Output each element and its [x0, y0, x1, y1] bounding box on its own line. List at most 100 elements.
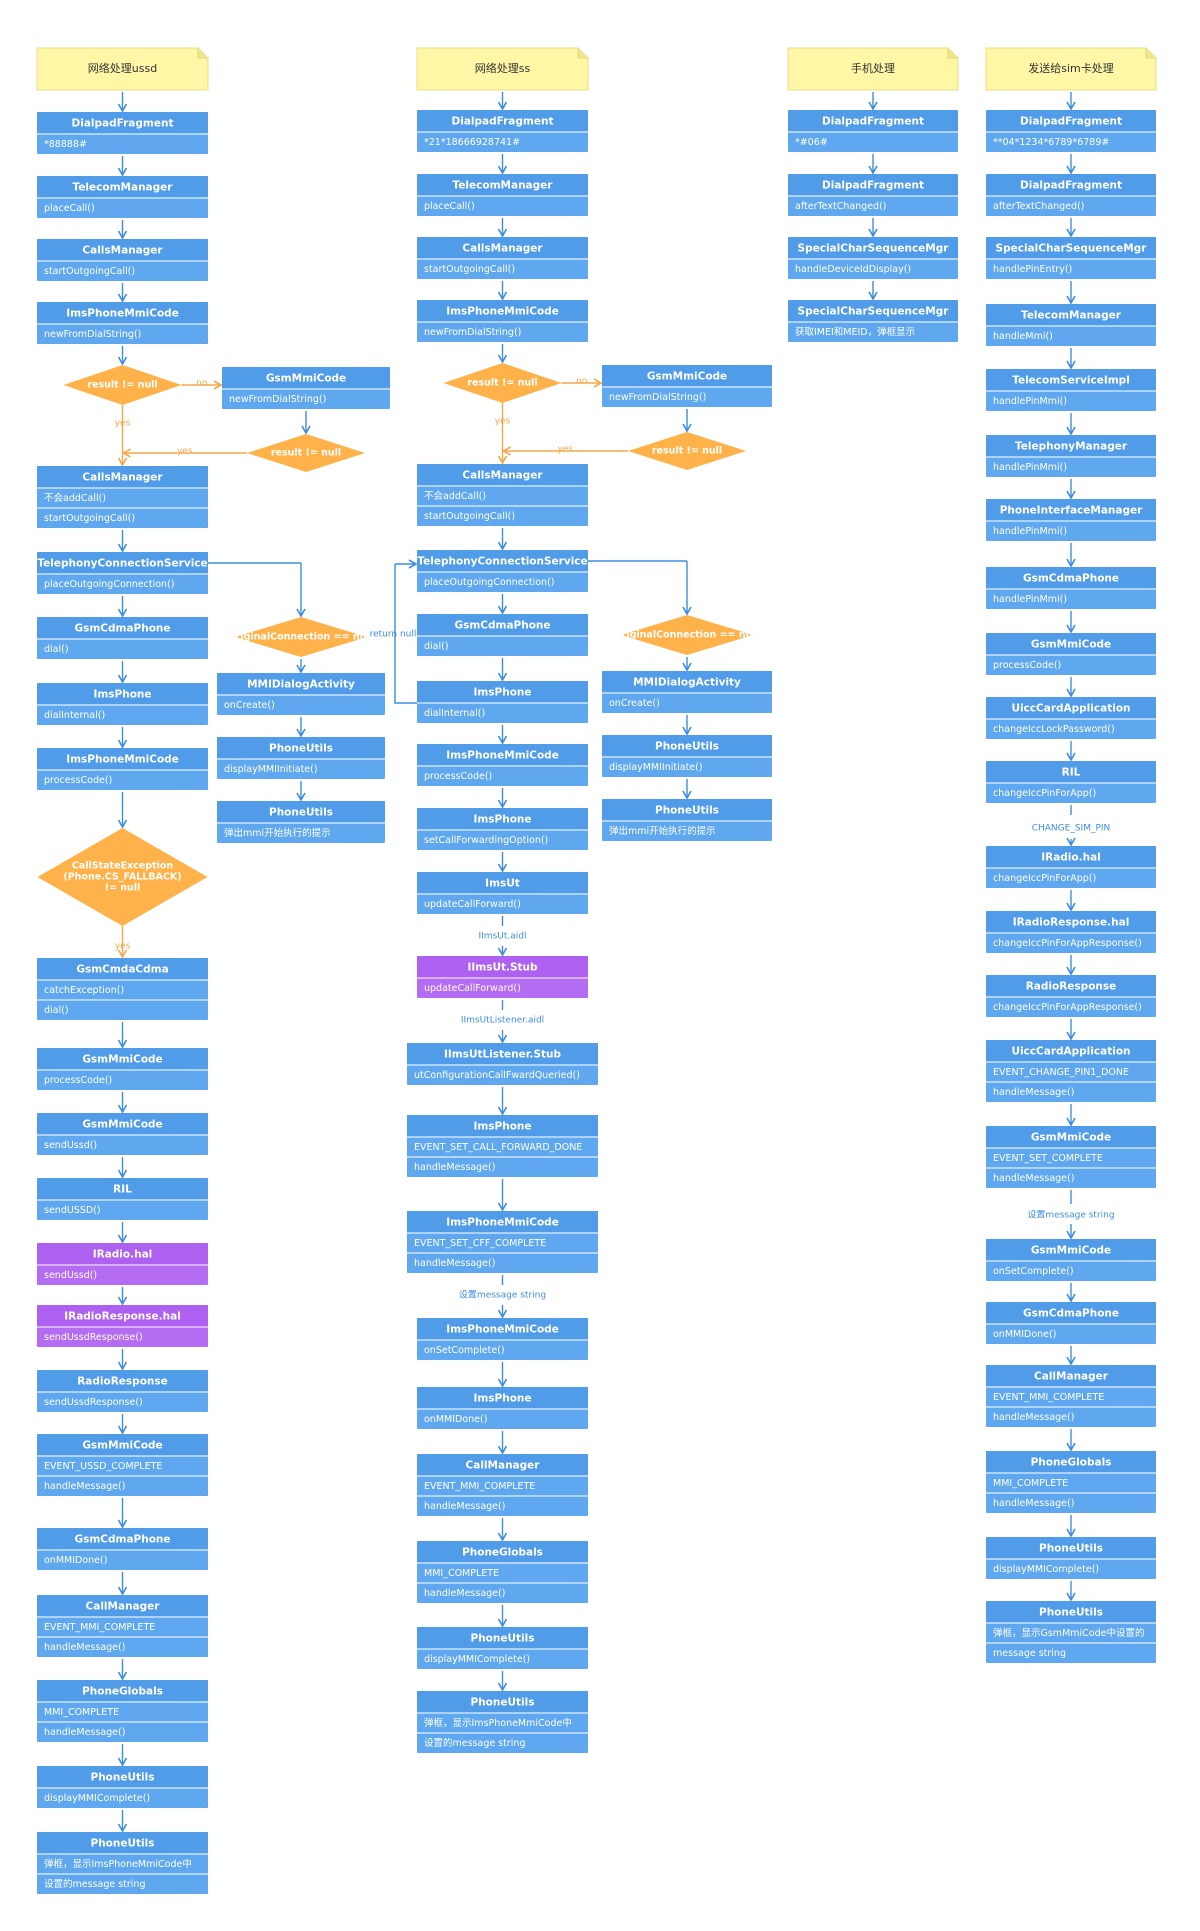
node-title: ImsPhoneMmiCode [66, 754, 179, 766]
node-line: updateCallForward() [424, 983, 521, 994]
node-title: ImsPhoneMmiCode [446, 306, 559, 318]
node-header-band [417, 1318, 588, 1340]
node-line: handleDeviceIdDisplay() [795, 264, 911, 275]
node-box [986, 1365, 1156, 1427]
node-box [37, 617, 208, 659]
node-line: sendUssd() [44, 1140, 97, 1151]
node-line: displayMMIComplete() [424, 1654, 530, 1665]
node-callmanager: CallManagerEVENT_MMI_COMPLETEhandleMessa… [37, 1595, 208, 1657]
node-dialpadfragment: DialpadFragment*88888# [37, 112, 208, 154]
node-line: utConfigurationCallFwardQueried() [414, 1070, 580, 1081]
node-gsmmmicode: GsmMmiCodeEVENT_USSD_COMPLETEhandleMessa… [37, 1434, 208, 1496]
node-line: sendUssdResponse() [44, 1332, 143, 1343]
node-line: 不会addCall() [424, 490, 486, 502]
node-title: PhoneUtils [269, 807, 333, 819]
node-line: dial() [44, 644, 69, 655]
node-header-band [417, 550, 588, 572]
node-header-band [417, 872, 588, 894]
node-line: 设置的message string [424, 1737, 526, 1749]
node-title: MMIDialogActivity [633, 677, 741, 689]
node-title: CallsManager [462, 470, 543, 482]
node-title: GsmCdmaPhone [74, 1534, 170, 1546]
node-line: handleMmi() [993, 331, 1053, 342]
node-callsmanager: CallsManager不会addCall()startOutgoingCall… [417, 464, 588, 526]
note-shape [416, 47, 589, 91]
label-change-sim-pin: CHANGE_SIM_PIN [1032, 824, 1111, 834]
node-header-band [222, 367, 390, 389]
node-title: PhoneUtils [655, 805, 719, 817]
node-line: processCode() [44, 775, 112, 786]
node-header-band [986, 911, 1156, 933]
node-header-band [417, 174, 588, 196]
node-box [986, 435, 1156, 477]
node-box [217, 737, 385, 779]
node-title: TelecomServiceImpl [1012, 375, 1130, 387]
node-line: sendUSSD() [44, 1205, 101, 1216]
node-header-band [417, 614, 588, 636]
node-title: ImsPhoneMmiCode [446, 750, 559, 762]
node-callmanager: CallManagerEVENT_MMI_COMPLETEhandleMessa… [986, 1365, 1156, 1427]
node-title: RIL [1062, 767, 1081, 779]
node-line: handleMessage() [44, 1727, 125, 1738]
node-box [407, 1211, 598, 1273]
node-header-band [986, 1302, 1156, 1324]
decision-diamond: CallStateException(Phone.CS_FALLBACK)!= … [37, 828, 208, 926]
node-line: *21*18666928741# [424, 137, 520, 148]
edges-layer [117, 92, 1076, 1833]
node-title: TelecomManager [73, 182, 174, 194]
node-line: 弹出mmi开始执行的提示 [609, 825, 716, 837]
node-header-band [986, 697, 1156, 719]
node-line: onMMIDone() [424, 1414, 487, 1425]
label-iimsutlistener-aidl: IImsUtListener.aidl [461, 1016, 544, 1026]
node-header-band [788, 174, 958, 196]
node-header-band [986, 110, 1156, 132]
node-title: DialpadFragment [452, 116, 554, 128]
node-box [37, 552, 208, 594]
node-title: ImsPhone [93, 689, 151, 701]
node-box [417, 237, 588, 279]
node-header-band [37, 1595, 208, 1617]
node-line: sendUssd() [44, 1270, 97, 1281]
node-header-band [417, 681, 588, 703]
node-title: GsmMmiCode [647, 371, 727, 383]
node-box [986, 567, 1156, 609]
node-header-band [986, 567, 1156, 589]
note-label: 手机处理 [851, 61, 895, 75]
node-line: message string [993, 1648, 1066, 1659]
node-header-band [788, 237, 958, 259]
decision-diamond: result != null [628, 432, 746, 470]
node-title: IImsUtListener.Stub [444, 1049, 562, 1061]
node-line: 设置的message string [44, 1878, 146, 1890]
node-box [986, 1126, 1156, 1188]
node-line: placeCall() [44, 203, 95, 214]
decision-diamond: result != null [443, 363, 562, 403]
node-header-band [417, 808, 588, 830]
node-title: PhoneUtils [1039, 1607, 1103, 1619]
node-box [417, 1387, 588, 1429]
node-box [37, 1680, 208, 1742]
note-fold [577, 48, 588, 59]
node-line: handleMessage() [993, 1087, 1074, 1098]
decision-label: != null [105, 883, 141, 894]
node-header-band [602, 799, 772, 821]
node-box [222, 367, 390, 409]
node-title: ImsPhone [473, 1121, 531, 1133]
node-header-band [37, 176, 208, 198]
node-title: IRadio.hal [1041, 852, 1101, 864]
label-no: no [196, 379, 208, 389]
node-header-band [37, 1113, 208, 1135]
node-box [986, 1040, 1156, 1102]
